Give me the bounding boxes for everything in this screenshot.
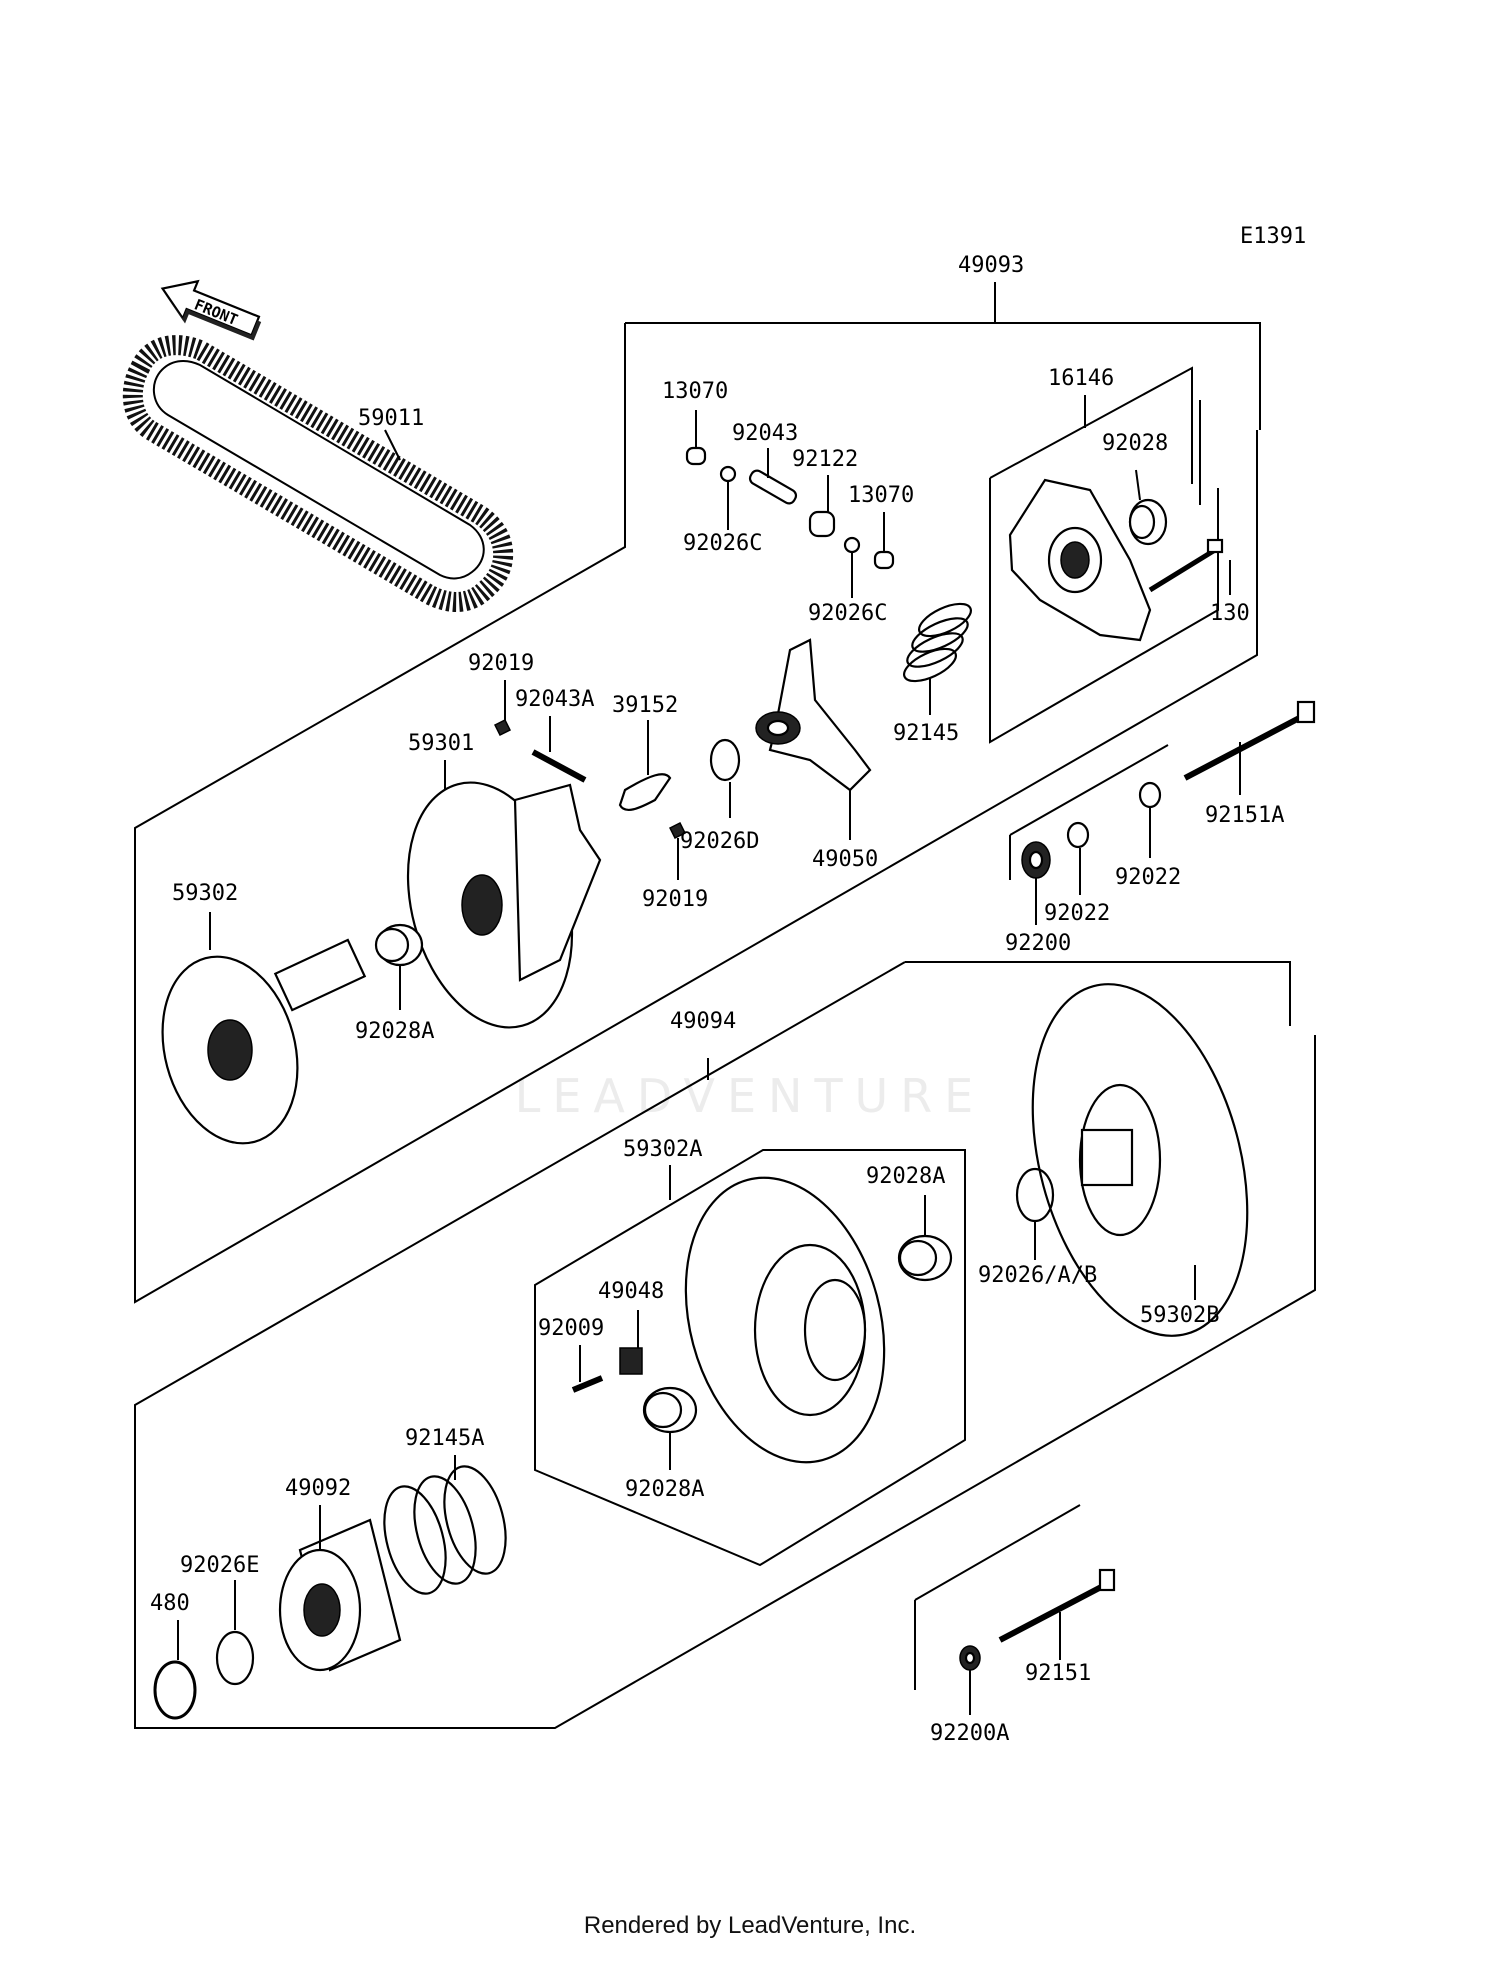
label-92145a: 92145A: [405, 1426, 484, 1451]
diagram-code: E1391: [1240, 224, 1306, 249]
label-49048: 49048: [598, 1279, 664, 1304]
label-59302b: 59302B: [1140, 1303, 1219, 1328]
label-92122: 92122: [792, 447, 858, 472]
part-92145-spring: [903, 602, 972, 683]
part-92151a-bolt: [1183, 700, 1316, 781]
part-13070-b: [873, 550, 895, 570]
label-49050: 49050: [812, 847, 878, 872]
part-92043a-pin: [531, 749, 587, 783]
part-92028-bearing: [1128, 498, 1168, 546]
label-92151: 92151: [1025, 1661, 1091, 1686]
label-92026c-b: 92026C: [808, 601, 887, 626]
label-92028a-a: 92028A: [355, 1019, 434, 1044]
part-59301-sheave: [406, 781, 602, 1029]
part-92043: [748, 469, 798, 505]
part-59302b-sheave: [1031, 983, 1249, 1337]
part-92019-nut-a: [493, 718, 512, 737]
part-13070-a: [685, 446, 707, 466]
part-92026ab-ring: [1015, 1167, 1055, 1223]
label-39152: 39152: [612, 693, 678, 718]
assembly-49093-outline: [134, 322, 1261, 1304]
label-92145: 92145: [893, 721, 959, 746]
part-92009-screw: [571, 1375, 604, 1393]
label-92028a-c: 92028A: [625, 1477, 704, 1502]
assembly-49094-outline: [134, 961, 1316, 1729]
part-92200-nut: [1021, 841, 1051, 879]
label-92022-b: 92022: [1044, 901, 1110, 926]
part-480-circlip: [153, 1660, 197, 1720]
part-92019-nut-b: [668, 821, 687, 840]
label-92026d: 92026D: [680, 829, 759, 854]
label-49092: 49092: [285, 1476, 351, 1501]
part-59302a-sheave: [684, 1176, 886, 1464]
drive-belt: [122, 335, 514, 612]
part-49050-spider: [755, 638, 872, 792]
label-92043: 92043: [732, 421, 798, 446]
label-92019-a: 92019: [468, 651, 534, 676]
label-92019-b: 92019: [642, 887, 708, 912]
label-92026e: 92026E: [180, 1553, 259, 1578]
label-59302: 59302: [172, 881, 238, 906]
label-92026ab: 92026/A/B: [978, 1263, 1097, 1288]
label-59301: 59301: [408, 731, 474, 756]
part-92026d-ring: [709, 738, 741, 782]
part-92200a-washer: [959, 1645, 981, 1671]
label-92200: 92200: [1005, 931, 1071, 956]
part-92026e-ring: [215, 1630, 255, 1686]
label-16146: 16146: [1048, 366, 1114, 391]
label-49093: 49093: [958, 253, 1024, 278]
label-13070-b: 13070: [848, 483, 914, 508]
label-92151a: 92151A: [1205, 803, 1284, 828]
label-92026c-a: 92026C: [683, 531, 762, 556]
label-92043a: 92043A: [515, 687, 594, 712]
part-92028a-bushing-b: [897, 1234, 953, 1282]
label-92200a: 92200A: [930, 1721, 1009, 1746]
label-92022-a: 92022: [1115, 865, 1181, 890]
subassembly-59302a-outline: [534, 1149, 966, 1567]
watermark: LEADVENTURE: [515, 1069, 986, 1123]
front-arrow: FRONT: [160, 279, 262, 341]
label-59011: 59011: [358, 406, 424, 431]
label-92028a-b: 92028A: [866, 1164, 945, 1189]
part-130-bolt: [1148, 538, 1224, 593]
part-labels: 49093 59011 13070 92043 92122 13070 9202…: [150, 253, 1284, 1746]
part-92151-bolt: [998, 1568, 1116, 1643]
part-92022-washer-a: [1138, 781, 1162, 809]
part-92022-washer-b: [1066, 821, 1090, 849]
part-39152-weight: [618, 773, 672, 812]
group-92151-outline: [914, 1504, 1081, 1690]
part-92026c-b: [843, 536, 861, 554]
part-49092-cam: [278, 1518, 402, 1672]
part-92145a-spring: [383, 1465, 507, 1595]
label-13070-a: 13070: [662, 379, 728, 404]
part-92028a-bushing-a: [374, 923, 424, 967]
part-49048-clip: [619, 1347, 643, 1375]
label-49094: 49094: [670, 1009, 736, 1034]
label-92028: 92028: [1102, 431, 1168, 456]
leader-lines: [177, 410, 1241, 1715]
part-92122: [808, 510, 836, 538]
label-92009: 92009: [538, 1316, 604, 1341]
part-16146-cover: [1008, 478, 1152, 642]
label-480: 480: [150, 1591, 190, 1616]
part-92028a-bushing-c: [642, 1386, 698, 1434]
label-130: 130: [1210, 601, 1250, 626]
part-59302-fixed-sheave: [161, 938, 367, 1145]
part-92026c-a: [719, 465, 737, 483]
label-59302a: 59302A: [623, 1137, 702, 1162]
footer-credit: Rendered by LeadVenture, Inc.: [583, 1912, 917, 1939]
